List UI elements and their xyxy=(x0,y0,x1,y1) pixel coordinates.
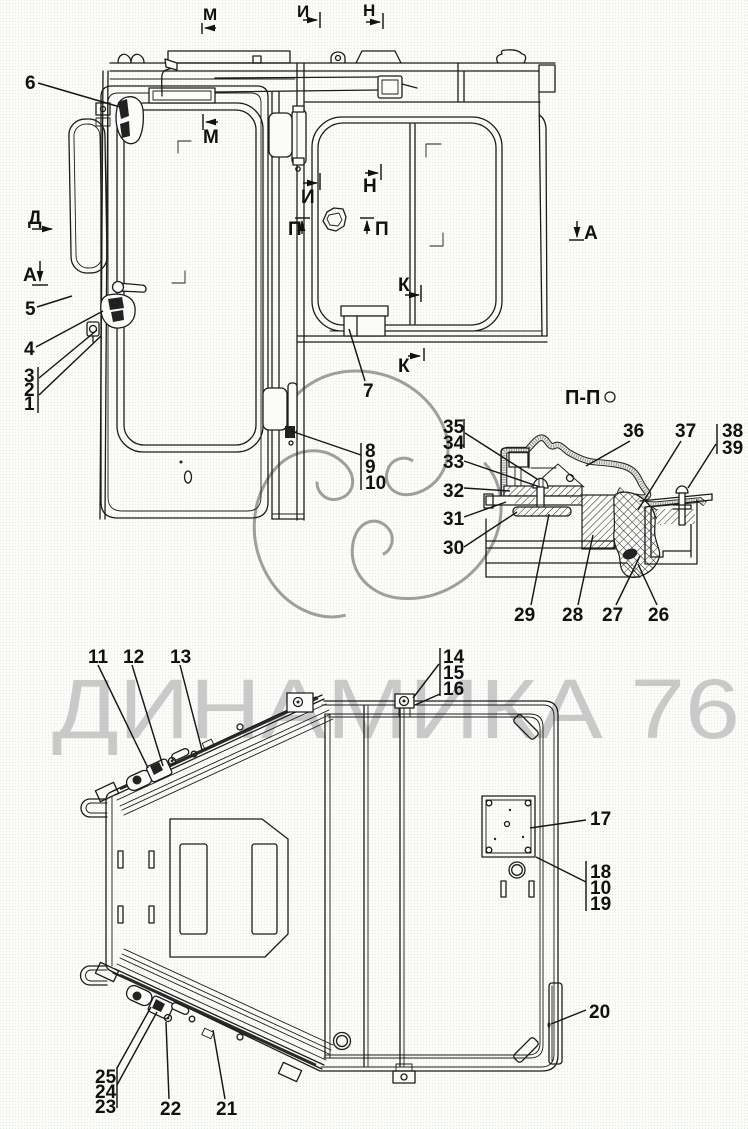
svg-text:39: 39 xyxy=(722,438,743,459)
svg-text:К: К xyxy=(398,275,410,296)
svg-text:ДИНАМИКА 76: ДИНАМИКА 76 xyxy=(52,662,740,756)
svg-text:11: 11 xyxy=(88,647,109,668)
svg-text:15: 15 xyxy=(443,663,465,684)
svg-text:22: 22 xyxy=(160,1099,181,1120)
svg-text:П-П: П-П xyxy=(565,387,600,409)
svg-text:7: 7 xyxy=(363,381,374,402)
svg-text:14: 14 xyxy=(443,647,465,668)
svg-text:30: 30 xyxy=(443,538,464,559)
svg-text:П: П xyxy=(288,219,302,240)
svg-text:М: М xyxy=(203,5,217,24)
svg-text:34: 34 xyxy=(443,433,465,454)
svg-text:4: 4 xyxy=(24,339,35,360)
svg-text:12: 12 xyxy=(123,647,144,668)
svg-text:33: 33 xyxy=(443,452,464,473)
svg-text:9: 9 xyxy=(365,457,376,478)
svg-text:А: А xyxy=(23,265,37,286)
svg-text:36: 36 xyxy=(623,421,644,442)
svg-text:П: П xyxy=(375,219,389,240)
svg-text:Н: Н xyxy=(363,176,377,197)
svg-text:32: 32 xyxy=(443,481,464,502)
svg-text:2: 2 xyxy=(24,380,35,401)
svg-text:И: И xyxy=(297,2,309,21)
svg-text:Д: Д xyxy=(28,208,42,229)
svg-text:18: 18 xyxy=(590,862,611,883)
svg-text:1: 1 xyxy=(24,394,35,415)
svg-text:21: 21 xyxy=(216,1099,238,1120)
svg-text:24: 24 xyxy=(95,1082,117,1103)
svg-text:10: 10 xyxy=(590,878,611,899)
svg-text:25: 25 xyxy=(95,1067,117,1088)
svg-text:5: 5 xyxy=(25,299,36,320)
svg-text:М: М xyxy=(203,127,219,148)
svg-text:19: 19 xyxy=(590,894,611,915)
svg-text:6: 6 xyxy=(25,73,36,94)
svg-text:16: 16 xyxy=(443,679,464,700)
svg-text:38: 38 xyxy=(722,421,743,442)
svg-text:И: И xyxy=(301,187,315,208)
svg-text:А: А xyxy=(584,223,598,244)
svg-text:13: 13 xyxy=(170,647,191,668)
svg-text:10: 10 xyxy=(365,473,386,494)
svg-text:37: 37 xyxy=(675,421,696,442)
svg-text:28: 28 xyxy=(562,605,583,626)
svg-text:35: 35 xyxy=(443,417,465,438)
svg-text:23: 23 xyxy=(95,1097,116,1118)
svg-text:Н: Н xyxy=(363,1,375,20)
svg-text:27: 27 xyxy=(602,605,623,626)
svg-text:31: 31 xyxy=(443,509,465,530)
svg-text:3: 3 xyxy=(24,366,35,387)
svg-text:К: К xyxy=(398,356,410,377)
svg-text:26: 26 xyxy=(648,605,669,626)
svg-text:17: 17 xyxy=(590,809,611,830)
svg-text:20: 20 xyxy=(589,1002,610,1023)
svg-text:29: 29 xyxy=(514,605,535,626)
svg-text:8: 8 xyxy=(365,441,376,462)
